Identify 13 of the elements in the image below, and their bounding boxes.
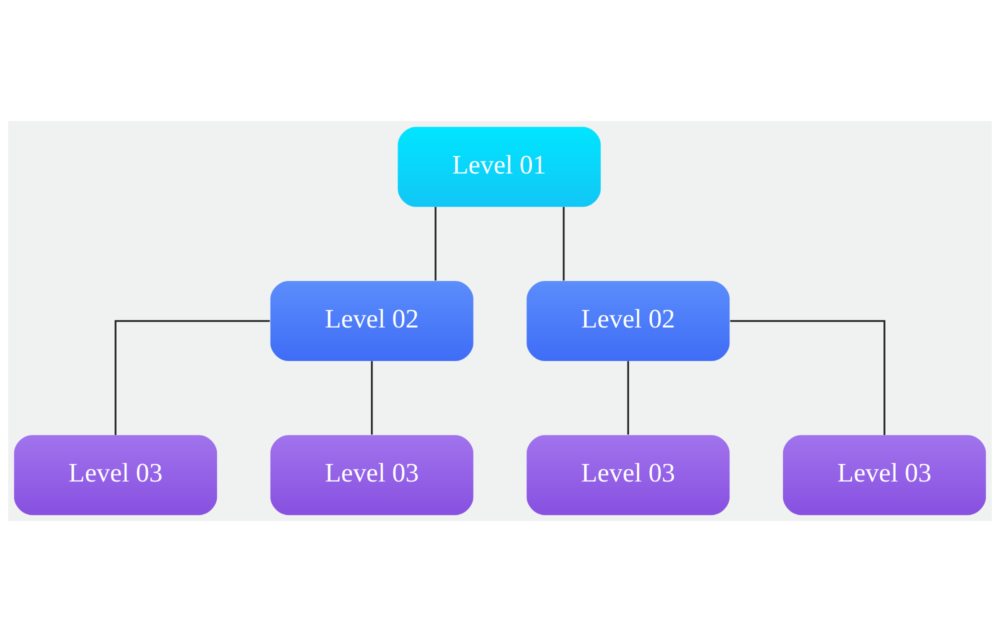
connector xyxy=(114,320,270,435)
node-box: Level 03 xyxy=(270,435,474,516)
connector xyxy=(627,361,630,435)
node-box: Level 02 xyxy=(270,281,474,361)
connector xyxy=(370,361,373,435)
node-box: Level 03 xyxy=(782,435,986,516)
node-box: Level 03 xyxy=(14,435,218,516)
node-box: Level 03 xyxy=(526,435,730,516)
connector xyxy=(730,320,886,435)
connector xyxy=(562,207,565,281)
node-box: Level 01 xyxy=(398,126,601,207)
node-box: Level 02 xyxy=(526,281,730,361)
connector xyxy=(434,207,436,281)
